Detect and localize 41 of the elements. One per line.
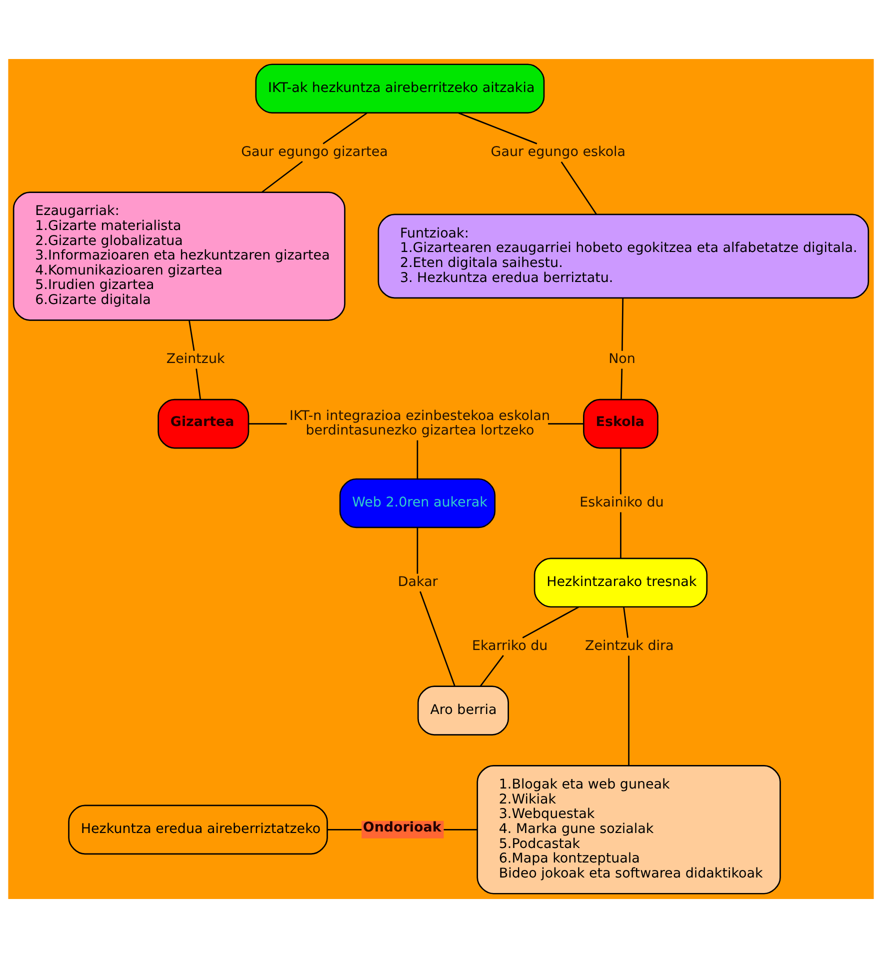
connector — [416, 528, 418, 574]
connector — [628, 656, 630, 766]
node-text: Zeintzuk dira — [585, 638, 674, 654]
connector — [262, 160, 303, 193]
connector — [322, 112, 368, 144]
connector — [188, 320, 195, 351]
connector — [620, 448, 622, 494]
connector — [522, 606, 579, 638]
node-text: IKT-n integrazioa ezinbestekoa eskolan berdintasunezko gizartea lortzeko — [290, 408, 550, 439]
connector — [622, 298, 624, 351]
connector — [416, 440, 418, 479]
connector — [420, 591, 456, 686]
connector — [458, 112, 538, 144]
connector — [480, 655, 504, 687]
node-box: Web 2.0ren aukerak — [339, 478, 496, 528]
node-text: Gaur egungo eskola — [490, 144, 626, 160]
node-box: 1.Blogak eta web guneak 2.Wikiak 3.Webquestak 4. Marka gune sozialak 5.Podcastak 6.Mapa kontzeptuala Bideo jokoak eta softwarea didaktikoak — [476, 765, 781, 894]
connector — [548, 423, 584, 424]
node-text: Non — [608, 352, 636, 368]
connector — [328, 829, 362, 830]
node-box: Gizartea — [158, 398, 250, 449]
connector — [196, 368, 202, 400]
connector — [620, 512, 622, 558]
connector — [560, 161, 597, 215]
connector — [444, 829, 478, 830]
node-text: Eskainiko du — [580, 496, 664, 511]
connector — [623, 607, 628, 638]
node-box: Hezkuntza eredua aireberriztatzeko — [68, 804, 328, 855]
node-box: Hezkintzarako tresnak — [534, 558, 708, 608]
node-box: IKT-ak hezkuntza aireberritzeko aitzakia — [255, 64, 545, 114]
node-text: Zeintzuk — [166, 352, 225, 368]
connector — [248, 423, 287, 424]
node-box: Aro berria — [417, 686, 509, 736]
node-text: Dakar — [398, 575, 438, 590]
node-text: Ekarriko du — [472, 638, 548, 654]
node-box: Funtzioak: 1.Gizartearen ezaugarriei hobeto egokitzea eta alfabetatze digitala. 2.Eten digitala saihestu. 3. Hezkuntza eredua berriztatu. — [378, 214, 870, 299]
node-text: Gaur egungo gizartea — [241, 144, 388, 160]
connector — [620, 368, 623, 400]
node-box: Eskola — [583, 398, 658, 449]
node-box: Ezaugarriak: 1.Gizarte materialista 2.Gizarte globalizatua 3.Informazioaren eta hezkuntzaren gizartea 4.Komunikazioaren gizartea 5.Irudien gizartea 6.Gizarte digitala — [12, 192, 346, 321]
node-box: Ondorioak — [362, 820, 444, 838]
